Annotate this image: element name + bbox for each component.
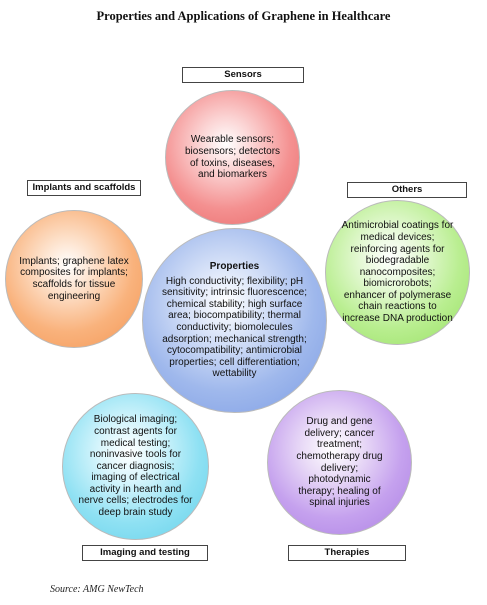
properties-circle: Properties High conductivity; flexibilit… (142, 228, 327, 413)
sensors-circle: Wearable sensors; biosensors; detectors … (165, 90, 300, 225)
sensors-label: Sensors (182, 67, 304, 83)
properties-title: Properties (209, 261, 260, 273)
implants-label: Implants and scaffolds (27, 180, 141, 196)
others-circle: Antimicrobial coatings for medical devic… (325, 200, 470, 345)
therapies-label: Therapies (288, 545, 406, 561)
sensors-text: Wearable sensors; biosensors; detectors … (184, 134, 281, 181)
therapies-circle: Drug and gene delivery; cancer treatment… (267, 390, 412, 535)
properties-block: Properties High conductivity; flexibilit… (160, 261, 310, 380)
diagram-title: Properties and Applications of Graphene … (96, 9, 391, 23)
others-label: Others (347, 182, 467, 198)
imaging-label: Imaging and testing (82, 545, 208, 561)
imaging-text: Biological imaging; contrast agents for … (78, 414, 193, 519)
source-note: Source: AMG NewTech (50, 584, 144, 595)
therapies-text: Drug and gene delivery; cancer treatment… (296, 416, 383, 509)
implants-text: Implants; graphene latex composites for … (19, 255, 129, 302)
imaging-circle: Biological imaging; contrast agents for … (62, 393, 209, 540)
implants-circle: Implants; graphene latex composites for … (5, 210, 143, 348)
properties-text: High conductivity; flexibility; pH sensi… (161, 275, 308, 380)
others-text: Antimicrobial coatings for medical devic… (341, 220, 454, 325)
